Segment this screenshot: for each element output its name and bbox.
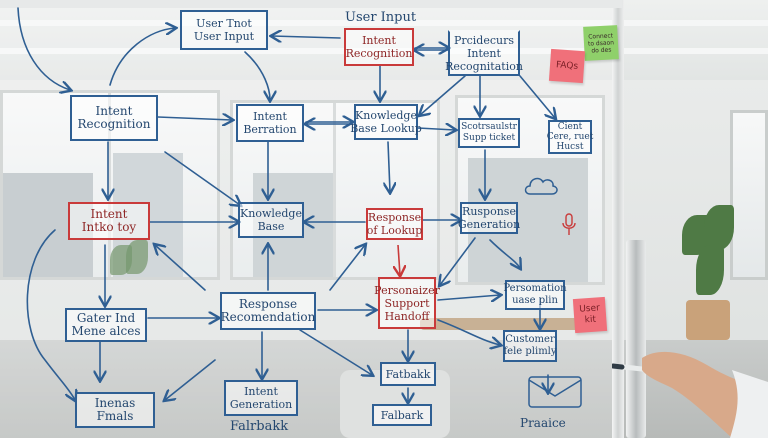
- sticky-note-faqs: FAQs: [548, 48, 586, 84]
- box-fallback-1: Fatbakk: [380, 362, 436, 386]
- plant-leaf: [704, 205, 734, 250]
- fallback-bottom-label: Falrbakk: [230, 419, 289, 434]
- plant-leaf: [696, 245, 724, 295]
- plant-pot: [686, 300, 730, 340]
- window-far-right: [730, 110, 768, 280]
- arrows-layer: [17, 7, 614, 438]
- cloud-icon: [524, 177, 558, 195]
- top-label: User Input: [345, 10, 417, 25]
- praice-label: Praaice: [520, 416, 566, 430]
- glass-frame: [612, 0, 624, 438]
- glass-frame-top: [0, 0, 622, 8]
- hand-with-marker: [612, 351, 768, 438]
- ceiling-beam: [0, 20, 768, 26]
- box-fallback-2: Falbark: [372, 404, 432, 426]
- microphone-icon: [562, 213, 576, 235]
- door-handle: [626, 240, 646, 438]
- plant-leaf: [126, 240, 148, 274]
- envelope-icon: [528, 376, 582, 408]
- table: [420, 318, 590, 330]
